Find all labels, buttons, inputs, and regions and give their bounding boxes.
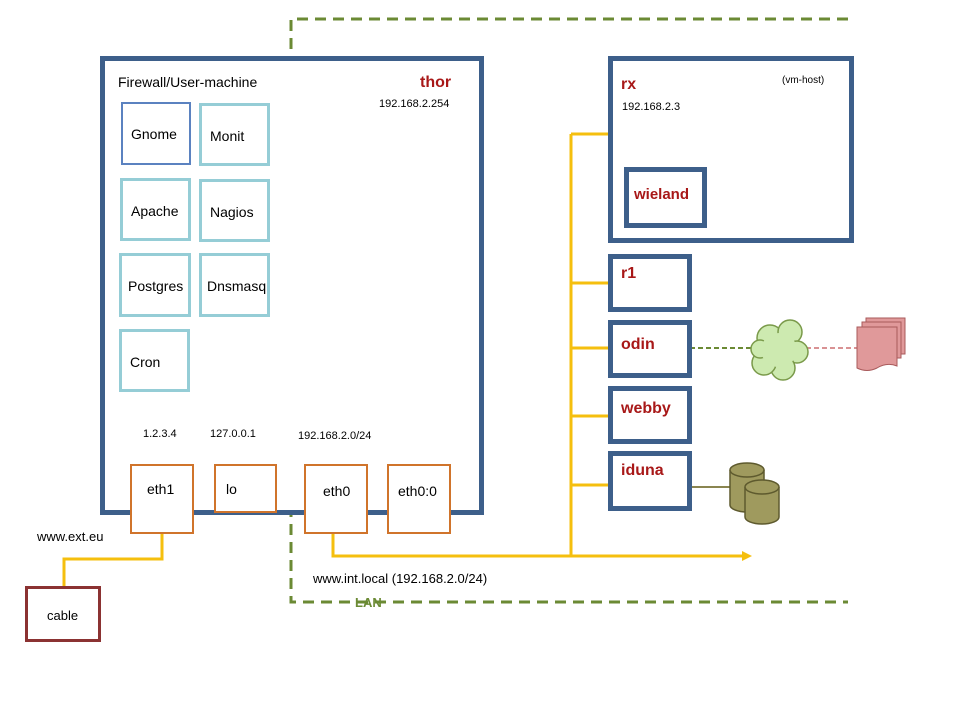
cable-label: cable <box>47 608 79 623</box>
interface-lo: lo <box>214 464 277 513</box>
thor-ip: 192.168.2.254 <box>379 98 450 110</box>
host-label: webby <box>621 400 671 417</box>
service-label: Apache <box>131 203 179 219</box>
rx-name: rx <box>621 76 637 93</box>
host-webby: webby <box>608 386 692 444</box>
lan-bus-arrow <box>742 551 752 561</box>
rx-ip: 192.168.2.3 <box>622 101 681 113</box>
cable-box: cable <box>25 586 101 642</box>
database-icon <box>729 462 780 525</box>
uplink-line <box>62 533 164 588</box>
service-monit: Monit <box>199 103 270 166</box>
thor-title: Firewall/User-machine <box>118 74 258 90</box>
service-label: Nagios <box>210 204 254 220</box>
service-cron: Cron <box>119 329 190 392</box>
service-label: Dnsmasq <box>207 278 267 294</box>
host-label: odin <box>621 336 655 353</box>
cloud-icon <box>750 319 809 381</box>
host-odin: odin <box>608 320 692 378</box>
service-label: Postgres <box>128 278 184 294</box>
interface-eth1: eth1 <box>130 464 194 534</box>
host-label: iduna <box>621 462 664 479</box>
wieland-vm-box: wieland <box>624 167 707 228</box>
rx-note: (vm-host) <box>782 75 825 86</box>
service-apache: Apache <box>120 178 191 241</box>
lo-address: 127.0.0.1 <box>210 428 256 440</box>
interface-eth0: eth0 <box>304 464 368 534</box>
service-postgres: Postgres <box>119 253 191 317</box>
interface-eth0-0: eth0:0 <box>387 464 451 534</box>
lan-label: LAN <box>355 595 382 610</box>
eth0-address: 192.168.2.0/24 <box>298 430 372 442</box>
interface-label: eth0 <box>323 483 351 499</box>
host-r1: r1 <box>608 254 692 312</box>
host-iduna: iduna <box>608 451 692 511</box>
service-gnome: Gnome <box>121 102 191 165</box>
document-stack-icon <box>856 317 906 371</box>
interface-label: lo <box>226 481 237 497</box>
lan-domain: www.int.local (192.168.2.0/24) <box>313 571 488 586</box>
service-label: Gnome <box>131 126 177 142</box>
service-dnsmasq: Dnsmasq <box>199 253 270 317</box>
interface-label: eth0:0 <box>398 483 437 499</box>
interface-label: eth1 <box>147 481 175 497</box>
service-label: Monit <box>210 128 245 144</box>
service-nagios: Nagios <box>199 179 270 242</box>
host-label: r1 <box>621 265 637 282</box>
wieland-name: wieland <box>634 186 690 203</box>
eth1-address: 1.2.3.4 <box>143 428 177 440</box>
lan-bus-line <box>331 533 745 558</box>
service-label: Cron <box>130 354 161 370</box>
external-domain: www.ext.eu <box>37 529 104 544</box>
thor-name: thor <box>420 74 452 91</box>
